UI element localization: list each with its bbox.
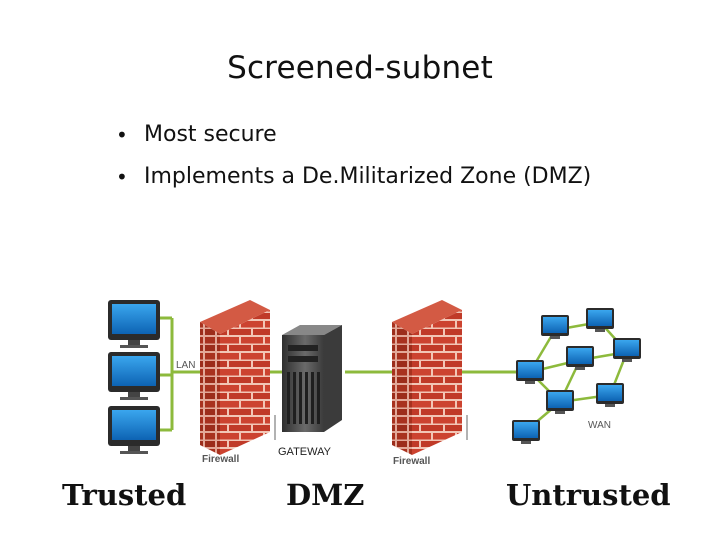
wan-monitor xyxy=(586,308,614,332)
wan-monitor xyxy=(613,338,641,362)
bullet-text: Implements a De.Militarized Zone (DMZ) xyxy=(144,164,592,189)
firewall-label: Firewall xyxy=(393,456,430,467)
slide-title: Screened-subnet xyxy=(227,50,493,86)
wan-monitor xyxy=(546,390,574,414)
wan-label: WAN xyxy=(588,420,611,431)
wan-monitor xyxy=(541,315,569,339)
wan-monitor xyxy=(566,346,594,370)
bullet-text: Most secure xyxy=(144,122,277,147)
wan-monitor xyxy=(512,420,540,444)
lan-monitor xyxy=(108,352,160,400)
wan-monitor xyxy=(596,383,624,407)
zone-label-dmz: DMZ xyxy=(286,478,365,512)
firewall-icon xyxy=(392,300,468,455)
gateway-server-icon xyxy=(282,325,342,432)
bullet-item: • Most secure xyxy=(112,118,591,160)
bullet-dot-icon: • xyxy=(116,123,128,147)
lan-monitor xyxy=(108,406,160,454)
bullet-dot-icon: • xyxy=(116,165,128,189)
lan-monitor xyxy=(108,300,160,348)
firewall-label: Firewall xyxy=(202,454,239,465)
gateway-label: GATEWAY xyxy=(278,446,332,458)
lan-links xyxy=(160,316,205,432)
bullet-list: • Most secure • Implements a De.Militarize… xyxy=(112,118,591,202)
zone-label-trusted: Trusted xyxy=(62,478,187,512)
wan-monitor xyxy=(516,360,544,384)
lan-label: LAN xyxy=(176,360,195,371)
firewall-icon xyxy=(200,300,276,455)
bullet-item: • Implements a De.Militarized Zone (DMZ) xyxy=(112,160,591,202)
zone-label-untrusted: Untrusted xyxy=(506,478,671,512)
